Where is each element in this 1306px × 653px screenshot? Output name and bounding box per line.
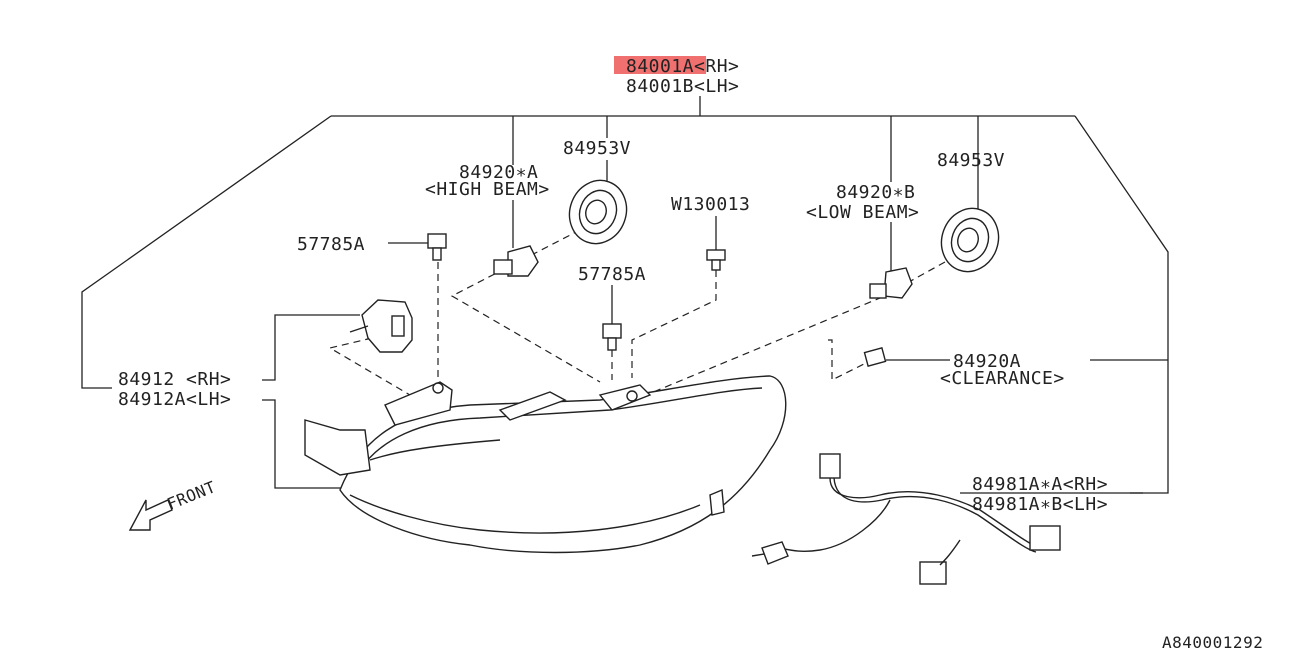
headlamp-housing[interactable] [304,375,787,554]
leader-lines [262,144,1143,494]
assembly-bracket-lines [81,96,1169,494]
label-84953v-left[interactable]: 84953V [563,138,631,159]
leveling-motor[interactable] [349,299,413,353]
wiring-harness[interactable] [751,453,1061,585]
front-arrow-icon: FRONT [128,477,218,531]
highlight-part-number [614,56,706,74]
label-84920a-high[interactable]: 84920∗A [459,162,538,183]
low-beam-bulb[interactable] [869,267,913,299]
label-84981a-a-rh[interactable]: 84981A∗A<RH> [972,474,1108,495]
clearance-bulb[interactable] [863,347,887,367]
label-84953v-right[interactable]: 84953V [937,150,1005,171]
label-84920b-low[interactable]: 84920∗B [836,182,915,203]
screw-w130013[interactable] [706,249,726,271]
bulb-cover-left[interactable] [561,172,636,251]
label-w130013[interactable]: W130013 [671,194,750,215]
front-label: FRONT [164,477,218,514]
label-84001b-lh[interactable]: 84001B<LH> [626,76,739,97]
label-high-beam: <HIGH BEAM> [425,179,550,200]
label-84912a-lh[interactable]: 84912A<LH> [118,389,231,410]
label-84920a-clearance[interactable]: 84920A [953,351,1021,372]
clip-57785a-left[interactable] [427,233,447,261]
assembly-dashed-lines [328,229,946,411]
clip-57785a-mid[interactable] [602,323,622,351]
bulb-cover-right[interactable] [933,200,1008,279]
label-84001a-rh[interactable]: 84001A<RH> [626,56,739,77]
high-beam-bulb[interactable] [493,245,539,277]
label-clearance: <CLEARANCE> [940,368,1065,389]
label-84912-rh[interactable]: 84912 <RH> [118,369,231,390]
label-57785a-mid[interactable]: 57785A [578,264,646,285]
figure-code: A840001292 [1162,633,1263,652]
label-84981a-b-lh[interactable]: 84981A∗B<LH> [972,494,1108,515]
label-low-beam: <LOW BEAM> [806,202,919,223]
label-57785a-left[interactable]: 57785A [297,234,365,255]
